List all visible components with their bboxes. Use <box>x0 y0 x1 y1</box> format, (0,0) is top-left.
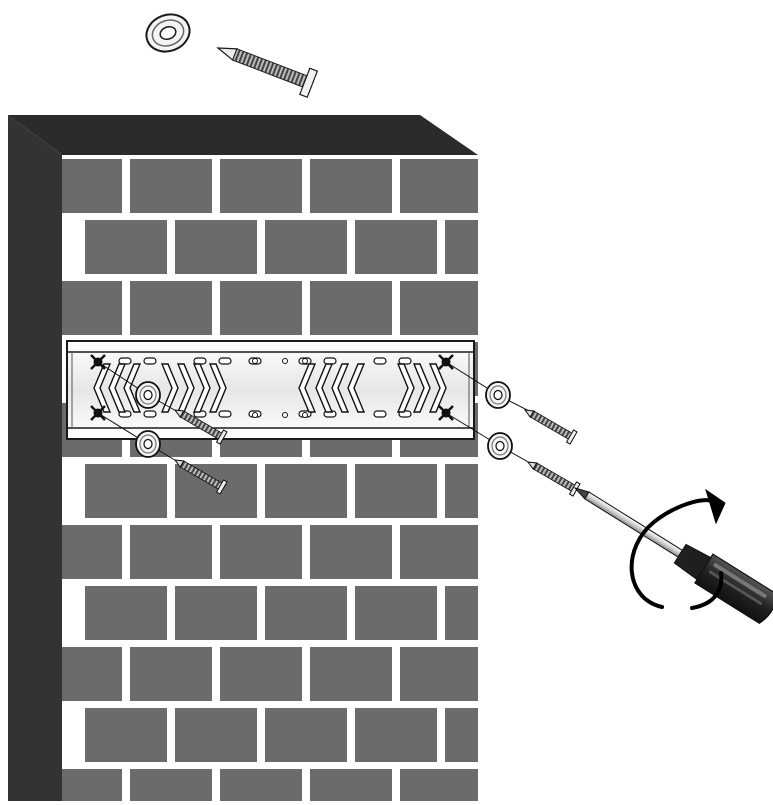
rail-slot <box>398 357 412 365</box>
rail-hole <box>252 412 258 418</box>
rail-hole <box>302 358 308 364</box>
rail-slot <box>218 410 232 418</box>
brick <box>62 525 122 579</box>
brick <box>220 281 302 335</box>
brick <box>400 525 478 579</box>
screwdriver-icon <box>573 487 773 624</box>
rail-slot <box>373 357 387 365</box>
mounting-rail <box>66 340 475 440</box>
rail-hole <box>302 412 308 418</box>
brick <box>175 464 257 518</box>
brick <box>85 708 167 762</box>
brick <box>445 464 478 518</box>
brick <box>445 220 478 274</box>
washer-icon <box>135 381 513 460</box>
rail-chevron <box>192 363 211 413</box>
brick <box>62 769 122 801</box>
brick <box>310 281 392 335</box>
rail-hole <box>252 358 258 364</box>
brick <box>85 586 167 640</box>
brick <box>130 159 212 213</box>
washer <box>485 381 511 409</box>
screw <box>173 409 228 445</box>
brick <box>310 159 392 213</box>
brick <box>310 769 392 801</box>
rail-chevron <box>412 363 431 413</box>
rail-slot <box>373 410 387 418</box>
rail-chevron <box>396 363 415 413</box>
brick <box>130 281 212 335</box>
brick <box>355 708 437 762</box>
rail-slot <box>323 357 337 365</box>
rail-slot <box>218 357 232 365</box>
brick <box>355 586 437 640</box>
screw <box>523 409 578 445</box>
brick-wall <box>8 115 478 801</box>
brick <box>130 647 212 701</box>
brick <box>355 220 437 274</box>
brick <box>62 159 122 213</box>
brick <box>220 647 302 701</box>
wall-screw-icon <box>173 409 581 497</box>
brick <box>445 708 478 762</box>
rail-chevron <box>160 363 179 413</box>
rail-chevron <box>93 363 112 413</box>
rail-slot <box>118 357 132 365</box>
loose-washer-icon <box>145 13 191 53</box>
brick <box>62 647 122 701</box>
brick <box>265 464 347 518</box>
brick <box>265 586 347 640</box>
washer <box>135 430 161 458</box>
rail-slot <box>193 357 207 365</box>
brick <box>400 281 478 335</box>
screw <box>173 459 228 495</box>
brick <box>400 769 478 801</box>
rail-chevron-cutouts <box>93 363 447 413</box>
brick <box>220 525 302 579</box>
rail-chevron <box>208 363 227 413</box>
brick <box>355 464 437 518</box>
washer <box>487 432 513 460</box>
loose-screw-icon <box>216 47 319 99</box>
washer <box>135 381 161 409</box>
brick <box>400 647 478 701</box>
rail-chevron <box>428 363 447 413</box>
brick <box>175 220 257 274</box>
rail-slots <box>118 357 412 418</box>
rail-hole <box>282 358 288 364</box>
screw <box>526 461 581 497</box>
brick <box>220 769 302 801</box>
brick <box>85 464 167 518</box>
brick <box>175 586 257 640</box>
brick <box>265 708 347 762</box>
brick <box>400 159 478 213</box>
rail-hole <box>282 412 288 418</box>
brick <box>85 220 167 274</box>
rail-slot <box>143 410 157 418</box>
rail-chevron <box>315 363 334 413</box>
rail-chevron <box>331 363 350 413</box>
brick <box>310 647 392 701</box>
brick <box>310 525 392 579</box>
brick <box>220 159 302 213</box>
wall-top-face <box>8 115 478 155</box>
rail-chevron <box>298 363 317 413</box>
brick <box>265 220 347 274</box>
brick <box>130 769 212 801</box>
wall-side-face <box>8 115 62 801</box>
clockwise-rotation-arrow-icon <box>629 488 726 610</box>
rail-chevron <box>347 363 366 413</box>
rail-chevron <box>123 363 142 413</box>
brick <box>175 708 257 762</box>
brick <box>130 525 212 579</box>
rail-slot <box>143 357 157 365</box>
rail-chevron <box>108 363 127 413</box>
brick <box>62 281 122 335</box>
brick <box>445 586 478 640</box>
